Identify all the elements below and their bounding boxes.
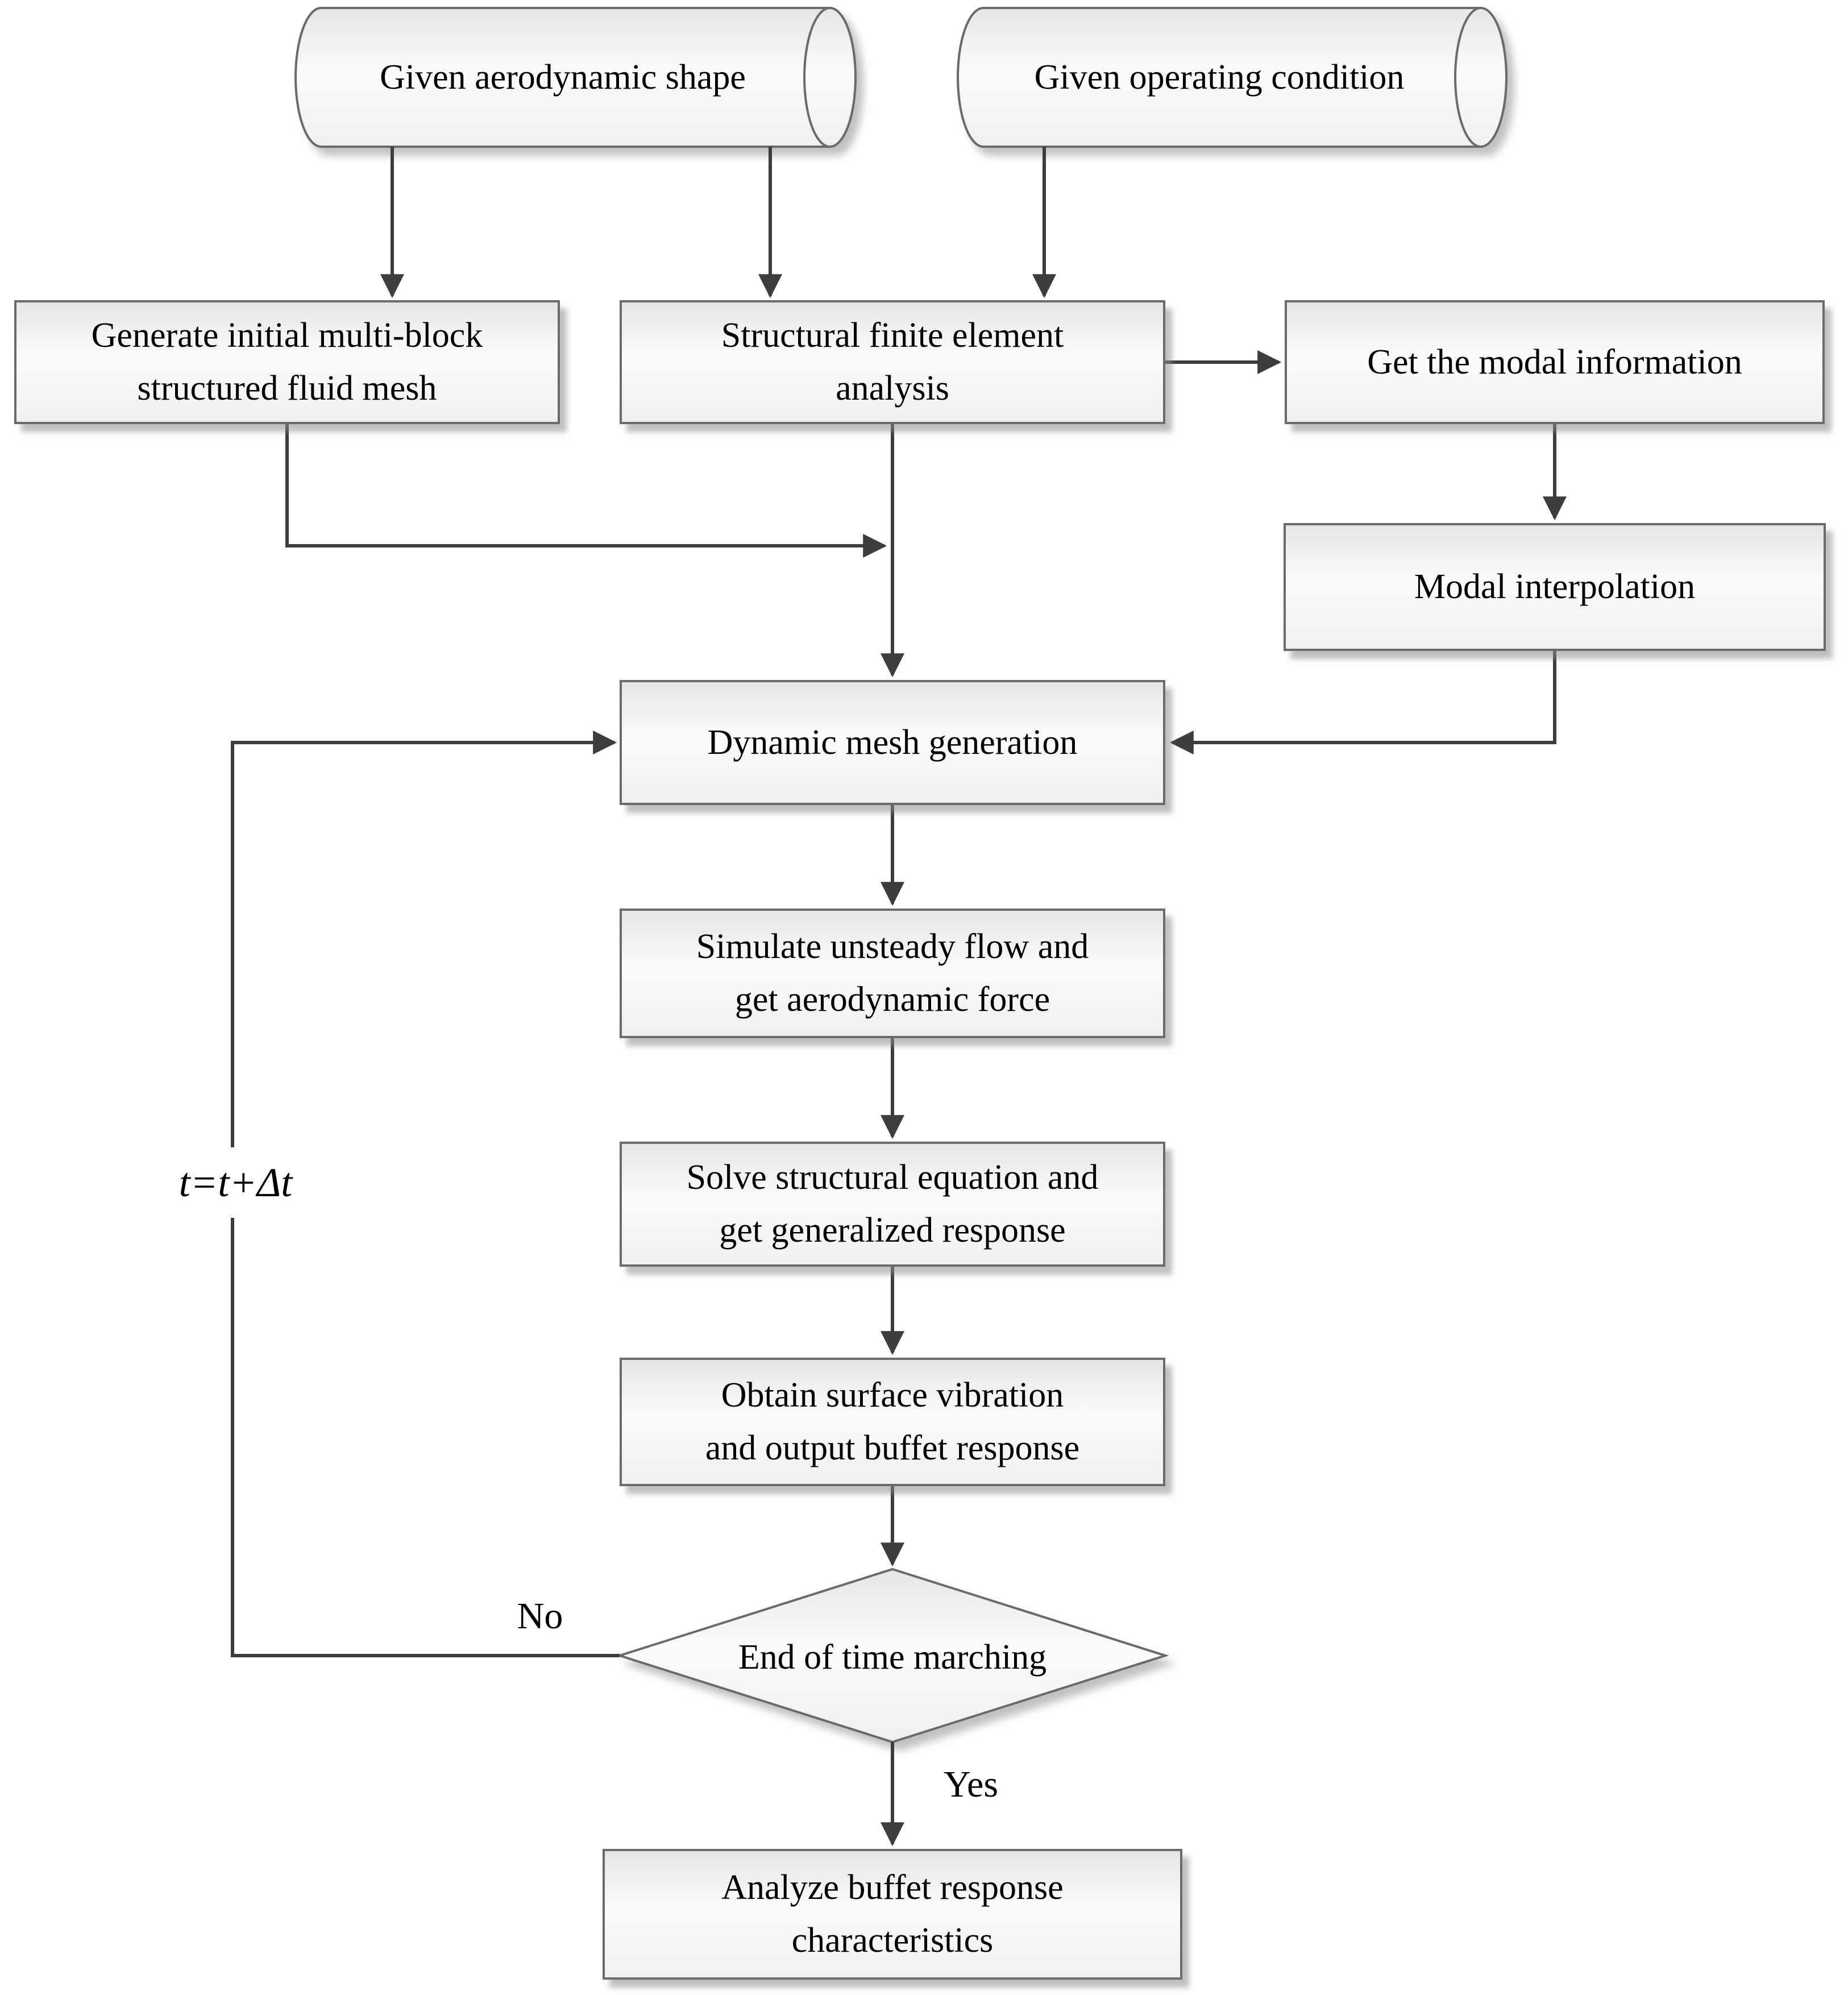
cylinder-rim [1454, 7, 1481, 148]
node-label: Get the modal information [1367, 342, 1742, 381]
node-solve-structural-equation: Solve structural equation and get genera… [620, 1142, 1165, 1267]
node-label: Solve structural equation and get genera… [686, 1158, 1099, 1250]
node-modal-interpolation: Modal interpolation [1284, 523, 1826, 651]
edge-label-time-increment: t=t+Δt [160, 1147, 311, 1218]
connector-modalinterp-to-dynmesh [1169, 651, 1556, 754]
node-simulate-unsteady-flow: Simulate unsteady flow and get aerodynam… [620, 909, 1165, 1038]
node-get-modal-information: Get the modal information [1285, 300, 1825, 424]
edge-label-yes: Yes [943, 1764, 999, 1805]
cylinder-rim [803, 7, 830, 148]
node-analyze-buffet-response: Analyze buffet response characteristics [603, 1849, 1182, 1980]
node-structural-fea: Structural finite element analysis [620, 300, 1165, 424]
connector-generate-merge [285, 424, 887, 558]
node-dynamic-mesh-generation: Dynamic mesh generation [620, 680, 1165, 805]
cylinder-given-aerodynamic-shape [294, 7, 857, 148]
node-label: Obtain surface vibration and output buff… [705, 1376, 1080, 1467]
connectors [231, 147, 1567, 1847]
node-label: Analyze buffet response characteristics [721, 1868, 1064, 1960]
cylinder-body [957, 7, 1508, 148]
node-label: Dynamic mesh generation [707, 723, 1078, 762]
node-label: Structural finite element analysis [721, 316, 1064, 408]
diamond-end-of-time-marching [616, 1567, 1169, 1744]
edge-label-no: No [517, 1595, 563, 1637]
cylinder-body [294, 7, 857, 148]
node-obtain-surface-vibration: Obtain surface vibration and output buff… [620, 1358, 1165, 1486]
node-label: Simulate unsteady flow and get aerodynam… [696, 927, 1089, 1019]
node-label: Generate initial multi-block structured … [91, 316, 483, 408]
cylinder-given-operating-condition [957, 7, 1508, 148]
node-label: Modal interpolation [1414, 567, 1696, 606]
node-generate-fluid-mesh: Generate initial multi-block structured … [14, 300, 560, 424]
